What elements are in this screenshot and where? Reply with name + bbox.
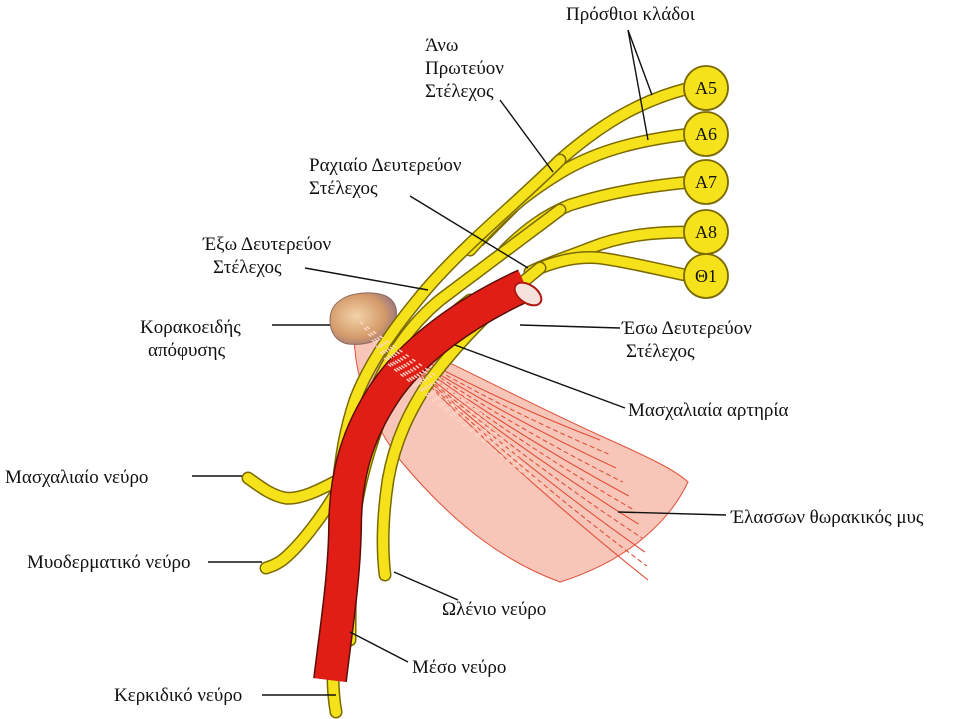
muscle-overlay-dash <box>363 327 483 415</box>
root-2: Α7 <box>683 159 729 205</box>
root-3: Α8 <box>683 209 729 255</box>
root-label: Α7 <box>695 172 717 192</box>
muscle-overlay <box>359 321 555 499</box>
nerve-root-t1 <box>533 251 697 283</box>
root-0: Α5 <box>683 65 729 111</box>
label-medial-cord-line1: Έσω Δευτερεύον <box>622 318 752 339</box>
label-upper-trunk-line2: Πρωτεύον <box>425 58 504 79</box>
leader-medial-cord <box>519 324 621 329</box>
leader-upper-trunk <box>499 99 554 173</box>
muscle-fiber <box>367 327 624 483</box>
label-axillary-nerve: Μασχαλιαίο νεύρο <box>5 467 149 488</box>
nerve-axillary <box>241 471 349 505</box>
root-circle <box>683 159 729 205</box>
nerve-musculocutaneous <box>259 483 345 575</box>
leader-median <box>349 631 409 663</box>
leader-pectoralis-minor <box>617 511 727 516</box>
label-musculocutaneous-nerve: Μυοδερματικό νεύρο <box>27 552 191 573</box>
leader-posterior-cord <box>409 195 529 269</box>
root-4: Θ1 <box>683 253 729 299</box>
label-ulnar-nerve: Ωλένιο νεύρο <box>442 599 547 620</box>
label-median-nerve: Μέσο νεύρο <box>412 657 507 678</box>
leader-ulnar <box>393 571 459 601</box>
label-posterior-cord-line1: Ραχιαίο Δευτερεύον <box>309 155 462 176</box>
label-lateral-cord-line1: Έξω Δευτερεύον <box>203 234 332 255</box>
root-label: Α8 <box>695 222 717 242</box>
muscle-overlay-dash <box>375 345 519 457</box>
label-coracoid-line1: Κορακοειδής <box>140 317 241 338</box>
root-label: Α5 <box>695 78 717 98</box>
label-upper-trunk: Άνω Πρωτεύον Στέλεχος <box>425 34 504 103</box>
root-1: Α6 <box>683 111 729 157</box>
label-radial-nerve: Κερκιδικό νεύρο <box>114 685 243 706</box>
root-label: Α6 <box>695 124 717 144</box>
label-axillary-artery: Μασχαλιαία αρτηρία <box>628 400 789 421</box>
leader-anterior-2 <box>627 29 649 141</box>
axillary-artery <box>313 269 543 683</box>
muscle-overlay-dash <box>383 357 543 485</box>
label-medial-cord: Έσω Δευτερεύον Στέλεχος <box>622 317 752 363</box>
muscle-overlay-dash <box>367 333 495 429</box>
label-posterior-cord: Ραχιαίο Δευτερεύον Στέλεχος <box>309 154 462 200</box>
label-anterior-branches: Πρόσθιοι κλάδοι <box>566 4 695 25</box>
leader-lateral-cord <box>304 267 429 291</box>
leader-axillary-artery <box>454 344 626 409</box>
label-coracoid: Κορακοειδής απόφυσης <box>140 316 241 362</box>
nerve-paths <box>241 81 697 719</box>
muscle-overlay-dash <box>359 321 471 401</box>
root-circle <box>683 253 729 299</box>
label-posterior-cord-line2: Στέλεχος <box>309 178 378 199</box>
muscle-fiber <box>377 333 648 567</box>
label-lateral-cord: Έξω Δευτερεύον Στέλεχος <box>203 233 331 279</box>
label-lateral-cord-line2: Στέλεχος <box>213 257 282 278</box>
label-medial-cord-line2: Στέλεχος <box>626 341 695 362</box>
root-label: Θ1 <box>695 266 717 286</box>
label-upper-trunk-line3: Στέλεχος <box>425 81 494 102</box>
label-coracoid-line2: απόφυσης <box>148 340 226 361</box>
muscle-overlay-dash <box>387 363 555 499</box>
root-circle <box>683 111 729 157</box>
label-pectoralis-minor: Έλασσων θωρακικός μυς <box>731 507 924 528</box>
leader-lines <box>192 29 727 696</box>
label-upper-trunk-line1: Άνω <box>425 35 459 56</box>
root-circle <box>683 65 729 111</box>
leader-anterior-1 <box>627 29 653 96</box>
